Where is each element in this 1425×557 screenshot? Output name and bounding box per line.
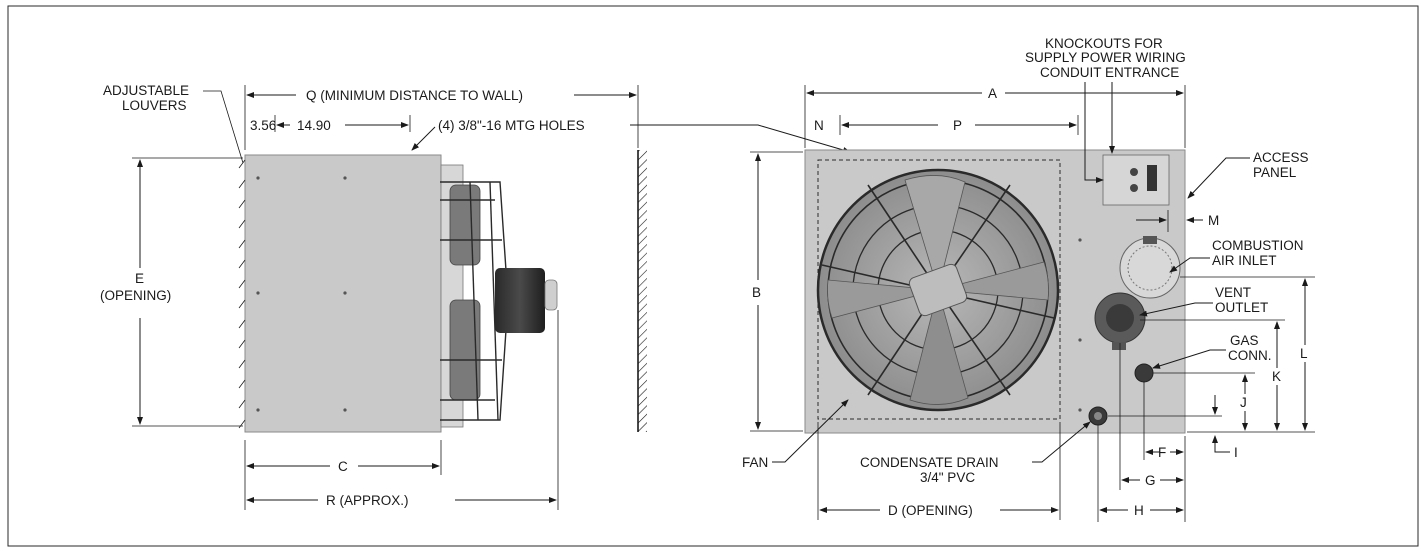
knockouts-label-2: SUPPLY POWER WIRING xyxy=(1025,50,1186,65)
mtg-holes-leader xyxy=(630,124,851,153)
combustion-air-label-1: COMBUSTION xyxy=(1212,238,1304,253)
adjustable-louvers-label-1: ADJUSTABLE xyxy=(103,83,189,98)
front-opening-dashed xyxy=(817,159,1061,420)
louvers-leader xyxy=(203,90,244,164)
condensate-leader xyxy=(1032,421,1091,463)
e-dimension-label: E xyxy=(135,271,144,286)
d-dimension-label: D (OPENING) xyxy=(888,503,973,518)
side-motor xyxy=(495,268,545,333)
dim-3-56-label: 3.56 xyxy=(250,118,276,133)
side-cabinet xyxy=(244,154,442,433)
access-panel-leader xyxy=(1187,157,1250,199)
gas-conn-label-2: CONN. xyxy=(1228,348,1272,363)
gas-connection xyxy=(1134,363,1154,383)
combustion-air-leader xyxy=(1169,257,1210,273)
g-dimension-label: G xyxy=(1145,473,1156,488)
q-dimension-label: Q (MINIMUM DISTANCE TO WALL) xyxy=(306,88,523,103)
dim-14-90-label: 14.90 xyxy=(297,118,331,133)
mtg-holes-label: (4) 3/8"-16 MTG HOLES xyxy=(438,118,585,133)
wall-hatch xyxy=(638,150,647,432)
fan-label: FAN xyxy=(742,455,768,470)
l-dimension-label: L xyxy=(1300,346,1308,361)
gas-conn-label-1: GAS xyxy=(1230,333,1259,348)
access-panel-label-2: PANEL xyxy=(1253,165,1297,180)
junction-box xyxy=(1102,154,1170,206)
side-view: Q (MINIMUM DISTANCE TO WALL) ADJUSTABLE … xyxy=(100,83,851,510)
adjustable-louvers-label-2: LOUVERS xyxy=(122,98,187,113)
access-panel-label-1: ACCESS xyxy=(1253,150,1309,165)
vent-outlet-leader xyxy=(1139,302,1213,317)
f-dimension-label: F xyxy=(1158,445,1166,460)
knockouts-leader xyxy=(1084,82,1104,183)
vent-outlet-label-1: VENT xyxy=(1215,285,1251,300)
combustion-air-inlet xyxy=(1119,237,1181,299)
gas-conn-leader xyxy=(1152,349,1226,369)
j-dimension-label: J xyxy=(1240,395,1247,410)
knockouts-label-1: KNOCKOUTS FOR xyxy=(1045,36,1163,51)
condensate-label-2: 3/4" PVC xyxy=(920,470,975,485)
front-view: A N P KNOCKOUTS FOR SUPPLY POWER WIRING … xyxy=(742,36,1315,522)
outer-border xyxy=(7,5,1419,547)
knockouts-label-3: CONDUIT ENTRANCE xyxy=(1040,65,1179,80)
m-dimension-label: M xyxy=(1208,213,1219,228)
p-dimension-label: P xyxy=(953,118,962,133)
fan-assembly xyxy=(816,168,1060,412)
b-dimension-label: B xyxy=(752,285,761,300)
fan-leader xyxy=(772,399,849,463)
combustion-air-label-2: AIR INLET xyxy=(1212,253,1277,268)
e-opening-label: (OPENING) xyxy=(100,288,171,303)
louver-hatching xyxy=(238,159,246,429)
n-dimension-label: N xyxy=(814,118,824,133)
c-dimension-label: C xyxy=(338,459,348,474)
r-dimension-label: R (APPROX.) xyxy=(326,493,409,508)
h-dimension-label: H xyxy=(1134,503,1144,518)
a-dimension-label: A xyxy=(988,86,997,101)
condensate-label-1: CONDENSATE DRAIN xyxy=(860,455,999,470)
i-dimension-label: I xyxy=(1234,445,1238,460)
vent-outlet-label-2: OUTLET xyxy=(1215,300,1268,315)
k-dimension-label: K xyxy=(1272,369,1281,384)
